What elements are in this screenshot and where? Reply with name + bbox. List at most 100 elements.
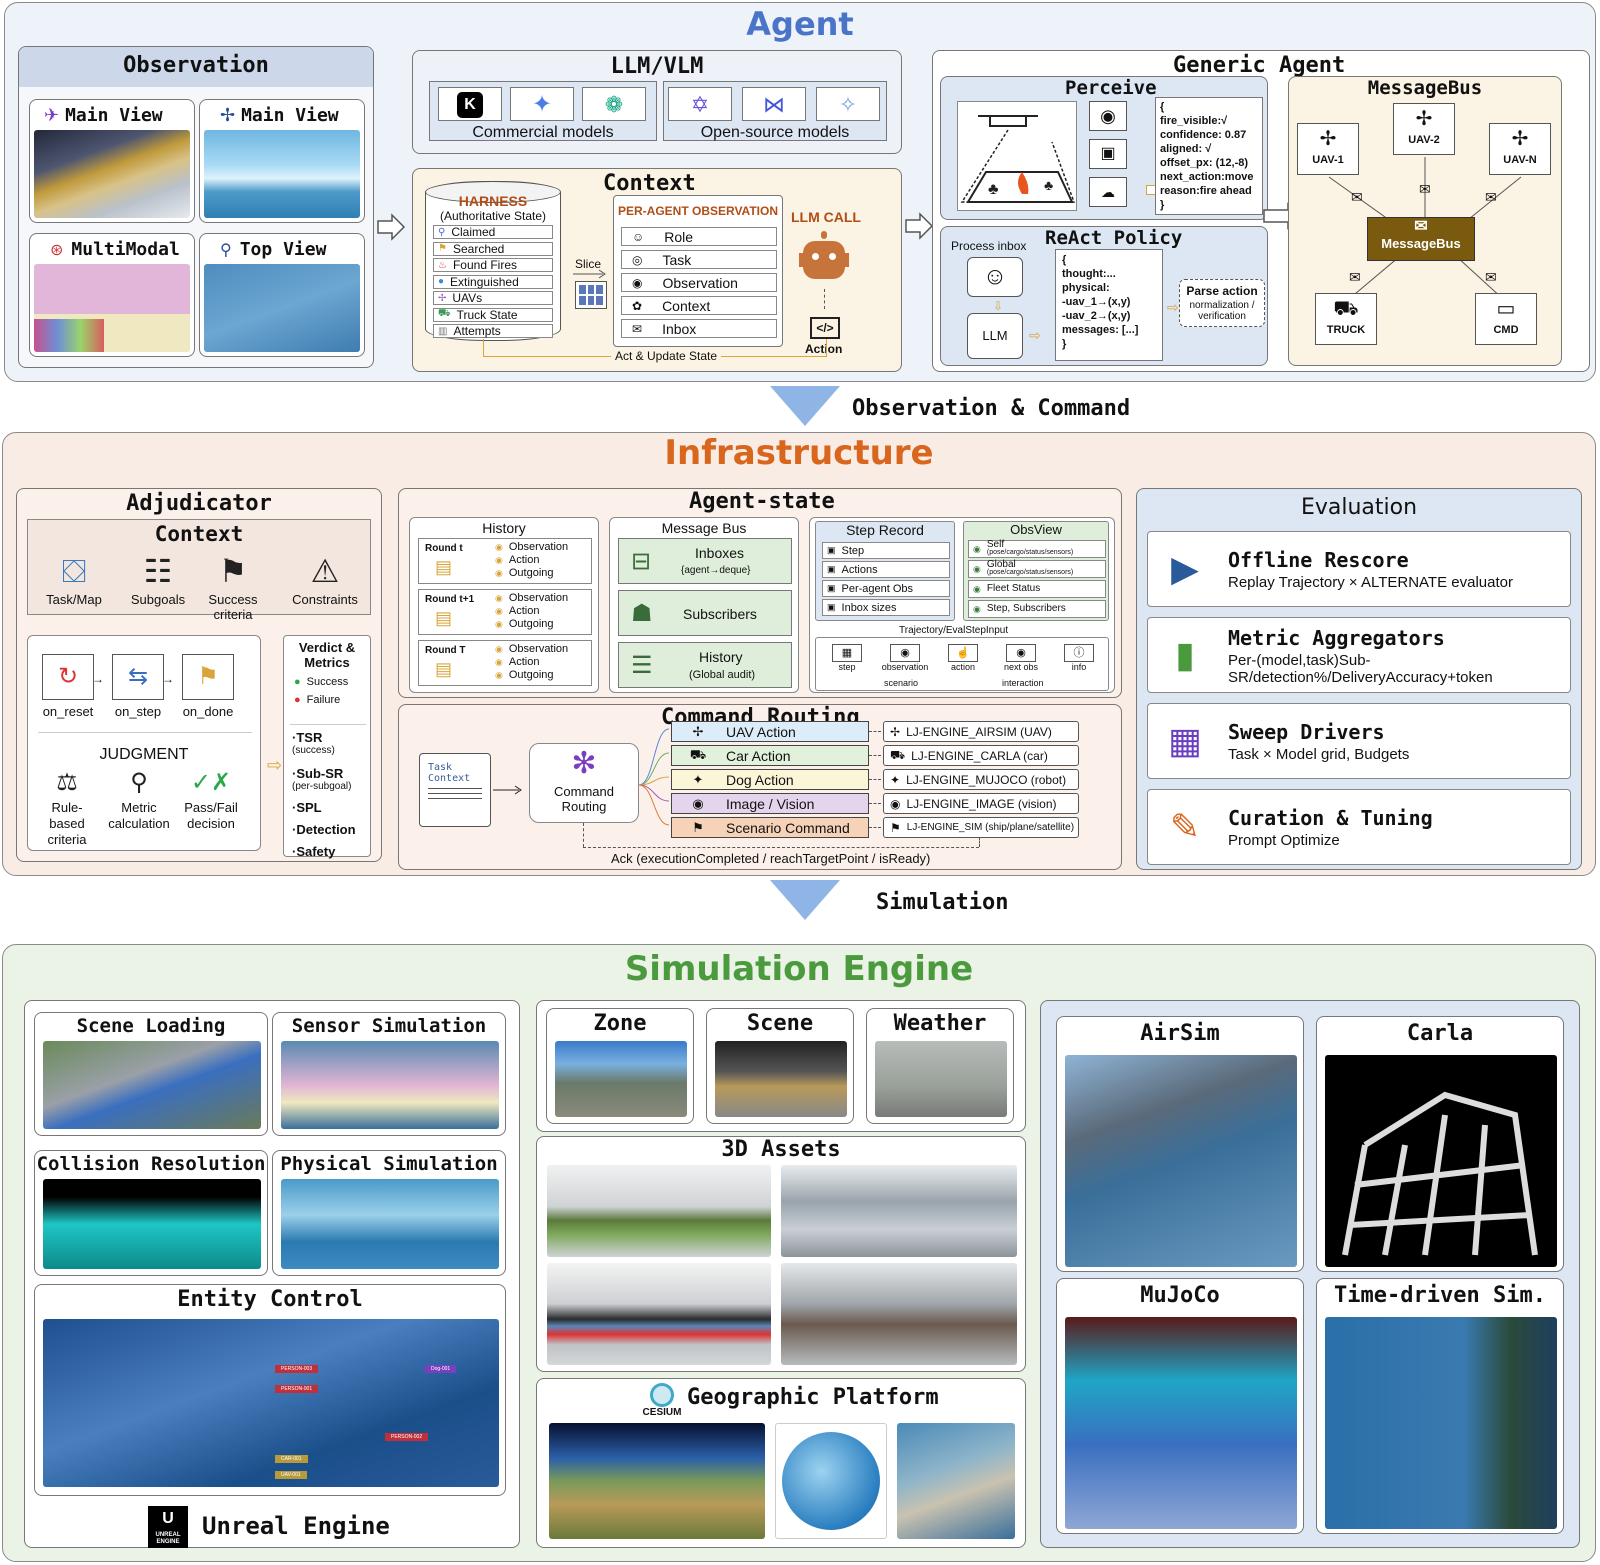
pa-item-icon: ☺ <box>632 229 645 244</box>
harness-title: HARNESS <box>458 193 528 209</box>
envelope-icon: ✉ <box>1485 269 1497 285</box>
parse-action-box: Parse action normalization / verificatio… <box>1179 279 1265 327</box>
multimodal-icon: ⊛ <box>50 241 64 259</box>
engine-item: ✢LJ-ENGINE_AIRSIM (UAV) <box>883 721 1079 742</box>
ov-item: ◉Step, Subscribers <box>968 600 1106 618</box>
svg-text:♣: ♣ <box>1044 177 1053 193</box>
deepseek-logo-icon: ✧ <box>816 87 880 121</box>
sim-panel: Collision Resolution <box>34 1150 268 1276</box>
round-item-icon: ◉ <box>495 592 503 603</box>
robot-icon <box>799 231 849 287</box>
opensource-group: ✡ ⋈ ✧ Open-source models <box>663 81 887 141</box>
context-item-icon: ⚠ <box>310 553 340 589</box>
ai-cloud-icon: ☁ <box>1089 177 1127 207</box>
command-router: ✻ Command Routing <box>529 743 639 823</box>
grid-icon <box>575 281 607 309</box>
perceive-scene-image: ♣♣ <box>957 101 1077 211</box>
bus-node: ✢UAV-N <box>1489 123 1551 175</box>
sr-icon: ▣ <box>827 602 836 612</box>
messagebus-panel: MessageBus ✉ MessageBus ✉ ✉ ✉ ✉ ✉ ✢UAV-1… <box>1288 76 1562 366</box>
adj-context-item: ⚠Constraints <box>280 550 370 607</box>
sr-item: ▣Actions <box>822 561 950 578</box>
engine-item: ✦LJ-ENGINE_MUJOCO (robot) <box>883 769 1079 790</box>
envelope-icon: ✉ <box>1349 269 1361 285</box>
generic-agent-title: Generic Agent <box>1173 53 1346 78</box>
engine-item: ⚑LJ-ENGINE_SIM (ship/plane/satellite) <box>883 817 1079 838</box>
engine-card: Carla <box>1316 1016 1564 1272</box>
engine-image <box>1325 1317 1557 1529</box>
metric-item: ·TSR(success) <box>292 730 335 756</box>
harness-item: ⚑Searched <box>433 241 553 256</box>
traj-icon: ☝ <box>948 644 978 662</box>
engine-icon: ✢ <box>890 724 901 739</box>
node-icon: ✢ <box>1319 128 1337 150</box>
harness-item-icon: ♨ <box>438 259 447 271</box>
harness-item: ♨Found Fires <box>433 258 553 272</box>
engine-icon: ⛟ <box>890 747 906 762</box>
entity-label: PERSON-002 <box>385 1433 429 1441</box>
engine-icon: ◉ <box>890 796 901 811</box>
pa-item-icon: ◎ <box>632 252 643 267</box>
geo-terrain-image <box>549 1423 765 1539</box>
harness-item: ●Extinguished <box>433 274 553 289</box>
eval-icon: ▦ <box>1167 720 1202 761</box>
llm-brain-icon: LLM <box>967 313 1023 359</box>
top-view-image <box>204 264 360 352</box>
inbox-icon: ⊟ <box>631 548 652 575</box>
commercial-label: Commercial models <box>472 124 614 141</box>
document-icon: ▤ <box>435 557 453 577</box>
multimodal-image <box>34 264 190 352</box>
traj-item: ▦step <box>822 644 872 672</box>
sr-icon: ▣ <box>827 545 836 555</box>
cmd-item: ⛟Car Action <box>671 745 869 766</box>
image-icon: ▣ <box>1089 139 1127 169</box>
messagebus-hub: ✉ MessageBus <box>1367 217 1475 261</box>
verdict-panel: Verdict & Metrics ●Success ●Failure ·TSR… <box>283 635 371 859</box>
ov-icon: ◉ <box>973 583 981 594</box>
context-item-icon: ⛋ <box>61 553 87 589</box>
cmd-item: ◉Image / Vision <box>671 793 869 814</box>
pa-item: ◉Observation <box>621 273 777 292</box>
harness-item: ▥Attempts <box>433 324 553 338</box>
carla-roads <box>1342 1091 1538 1256</box>
adj-context: Context ⛋Task/Map☷Subgoals⚑Success crite… <box>27 519 371 622</box>
metric-item: ·Detection <box>292 822 356 837</box>
adj-context-item: ⚑Success criteria <box>188 550 278 622</box>
uav-icon: ✈ <box>44 105 60 125</box>
round-box: Round t▤◉Observation◉Action◉Outgoing <box>418 538 592 584</box>
round-item-icon: ◉ <box>495 656 503 667</box>
gemini-logo-icon: ✦ <box>510 87 574 121</box>
cmd-item: ⚑Scenario Command <box>671 817 869 838</box>
kimi-logo-icon: K <box>438 87 502 121</box>
act-update-label: Act & Update State <box>611 349 722 363</box>
action-label: Action <box>805 342 843 356</box>
envelope-icon: ✉ <box>1485 189 1497 205</box>
perceive-panel: Perceive ♣♣ ◉ ▣ ☁ {fire_visible:√confide… <box>940 76 1268 220</box>
arrow-obs-context <box>377 213 406 241</box>
hook-on_step: ⇆on_step <box>108 654 168 719</box>
sim-panel: Scene Loading <box>34 1012 268 1136</box>
round-item-icon: ◉ <box>495 605 503 616</box>
svg-text:♣: ♣ <box>988 181 999 198</box>
envelope-icon: ✉ <box>1351 189 1363 205</box>
sim-panel-image <box>281 1041 499 1129</box>
down-arrow-2 <box>770 880 840 920</box>
entity-label: PERSON-001 <box>275 1385 319 1393</box>
sim-panel: Physical Simulation <box>272 1150 506 1276</box>
hook-on_reset: ↻on_reset <box>38 654 98 719</box>
envelope-icon: ✉ <box>1414 218 1428 235</box>
engine-icon: ✦ <box>890 772 901 787</box>
camera-icon: ◉ <box>1089 101 1127 131</box>
pa-item-icon: ◉ <box>632 275 643 290</box>
ov-item: ◉Self(pose/cargo/status/sensors) <box>968 540 1106 558</box>
database-icon: ☰ <box>631 652 653 679</box>
zsw-image <box>715 1041 847 1117</box>
context-item-icon: ☷ <box>143 553 173 589</box>
round-box: Round t+1▤◉Observation◉Action◉Outgoing <box>418 589 592 635</box>
